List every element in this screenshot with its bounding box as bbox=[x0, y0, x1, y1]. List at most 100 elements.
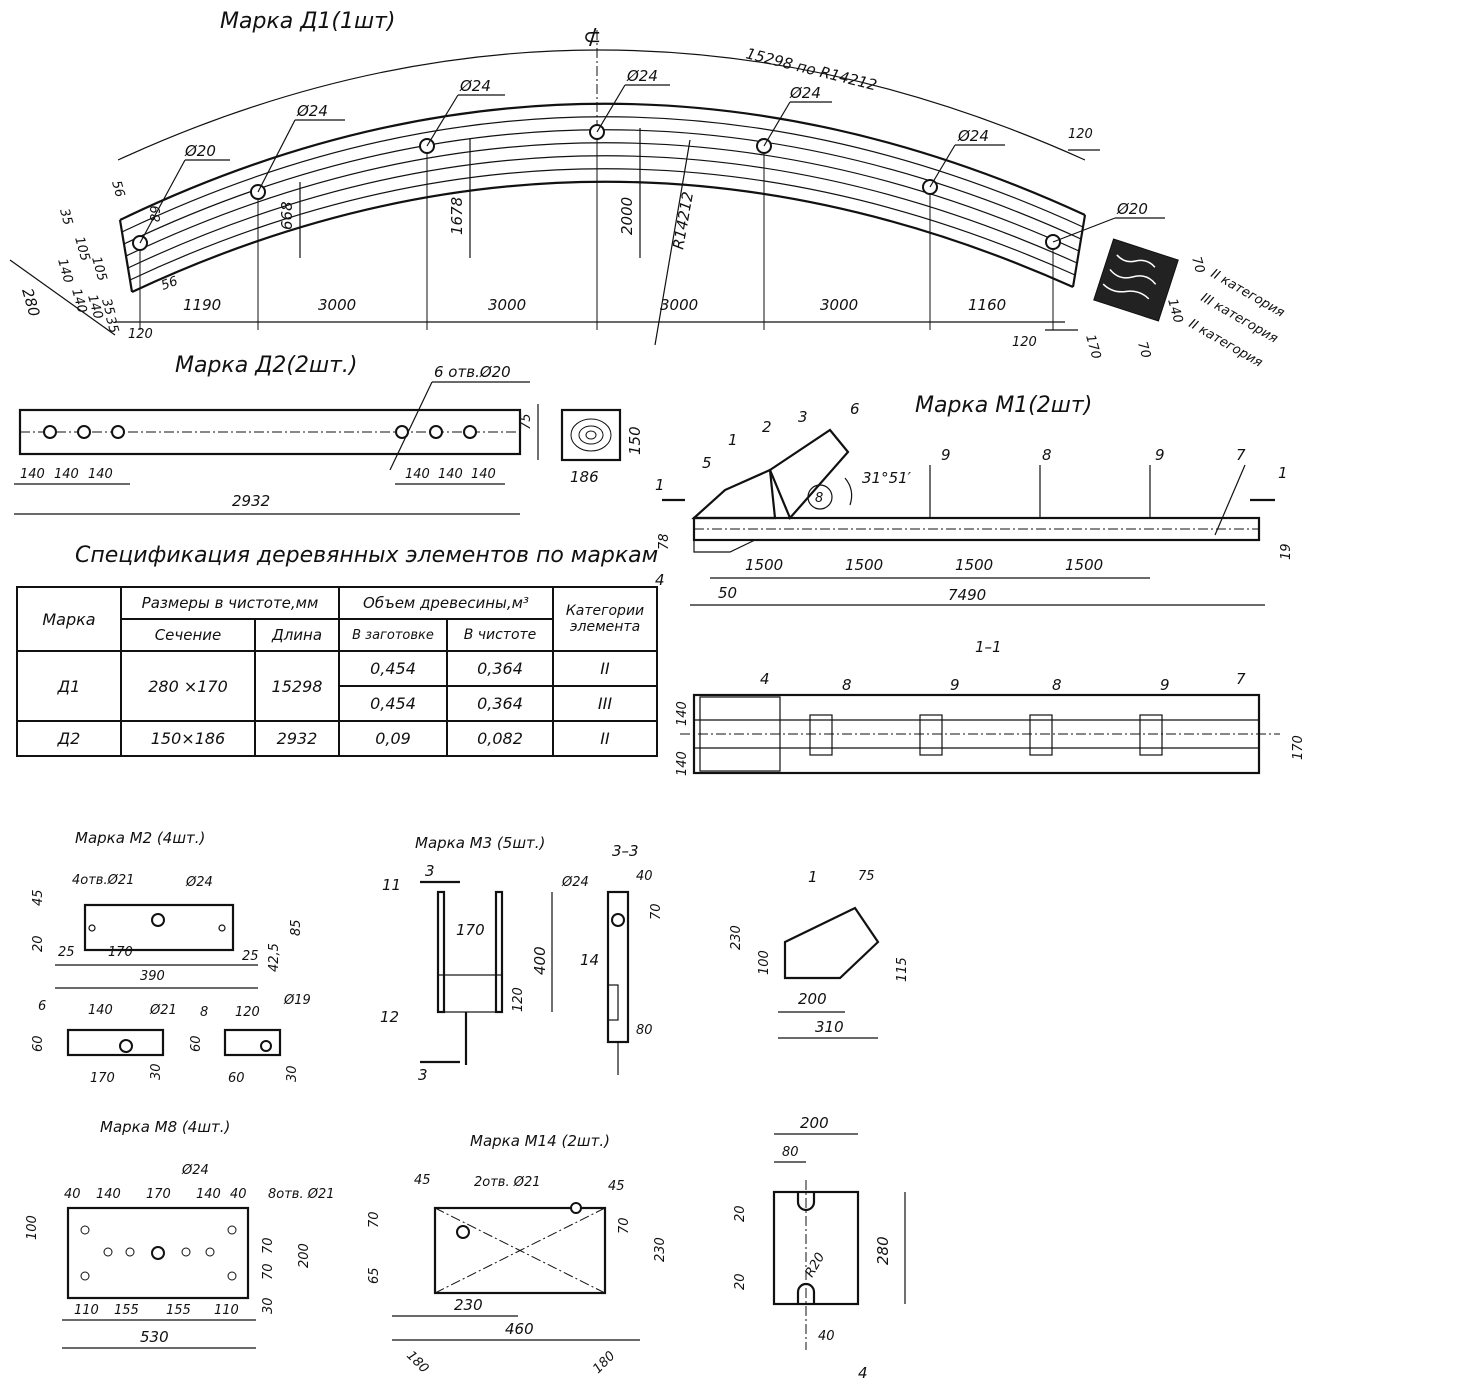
height-dim: 668 bbox=[278, 201, 296, 230]
gusset-element: 1 75 230 100 115 200 310 bbox=[729, 868, 910, 1039]
callout-number: 14 bbox=[580, 951, 599, 969]
hole-label: Ø24 bbox=[561, 875, 589, 890]
callout-number: 7 bbox=[1236, 446, 1246, 464]
pitch-dim: 140 bbox=[438, 467, 463, 482]
dim: 80 bbox=[636, 1023, 653, 1038]
end-dim: 120 bbox=[1068, 127, 1093, 142]
th-length: Длина bbox=[254, 618, 340, 652]
height-dim: 19 bbox=[1279, 543, 1294, 560]
m1-angle: 31°51′ bbox=[862, 469, 912, 487]
callout-number: 8 bbox=[842, 676, 852, 694]
section-dim: 170 bbox=[1291, 735, 1306, 760]
dim: 230 bbox=[729, 925, 744, 950]
hole-label: Ø20 bbox=[1116, 200, 1148, 218]
holes-note: 4отв.Ø21 bbox=[72, 873, 134, 888]
cell-clean: 0,364 bbox=[446, 650, 554, 687]
pitch-dim: 140 bbox=[471, 467, 496, 482]
d2-holes-note: 6 отв.Ø20 bbox=[434, 363, 511, 381]
hole-label: Ø24 bbox=[296, 102, 328, 120]
end-dim: 105 bbox=[71, 235, 92, 263]
m1-channel bbox=[692, 516, 1261, 542]
table-row: Д1 280 ×170 15298 0,454 0,364 II bbox=[16, 650, 658, 722]
hole-label: Ø21 bbox=[149, 1003, 177, 1018]
dim: 80 bbox=[782, 1145, 799, 1160]
callout-number: 4 bbox=[760, 670, 770, 688]
section-title: 3–3 bbox=[612, 842, 639, 860]
dim: 100 bbox=[757, 950, 772, 975]
dim: 280 bbox=[874, 1236, 892, 1265]
span-dim: 3000 bbox=[820, 296, 858, 314]
m1-title: Марка М1(2шт) bbox=[915, 393, 1092, 418]
hole-label: Ø19 bbox=[283, 993, 311, 1008]
offset-dim: 50 bbox=[718, 584, 737, 602]
callout-number: 2 bbox=[762, 418, 772, 436]
dim: 20 bbox=[31, 935, 46, 952]
hole-label: Ø20 bbox=[184, 142, 216, 160]
section-dim: 70 bbox=[1188, 255, 1207, 275]
section-dim: 140 bbox=[1164, 297, 1185, 325]
pitch-dim: 140 bbox=[54, 467, 79, 482]
cell-raw: 0,454 bbox=[338, 685, 448, 722]
section-dim: 140 bbox=[675, 751, 690, 776]
end-dim: 35 bbox=[56, 207, 75, 227]
dim: 170 bbox=[146, 1187, 171, 1202]
th-clean: В чистоте bbox=[446, 618, 554, 652]
cell-clean: 0,364 bbox=[446, 685, 554, 722]
table-row: Д2 150×186 2932 0,09 0,082 II bbox=[16, 720, 658, 757]
hole-label: Ø24 bbox=[626, 67, 658, 85]
dim: 60 bbox=[189, 1035, 204, 1052]
holes-note: 2отв. Ø21 bbox=[474, 1175, 541, 1190]
dim: 230 bbox=[653, 1237, 668, 1262]
dim: 140 bbox=[88, 1003, 113, 1018]
dim: 70 bbox=[649, 903, 664, 920]
pitch-dim: 140 bbox=[20, 467, 45, 482]
callout-number: 6 bbox=[38, 999, 46, 1014]
th-volume: Объем древесины,м³ bbox=[338, 586, 554, 620]
callout-number: 11 bbox=[382, 876, 401, 894]
d2-height: 75 bbox=[519, 413, 534, 430]
cell-mark: Д1 bbox=[16, 650, 122, 722]
beam-top-edge bbox=[119, 102, 1086, 221]
callout-number: 3 bbox=[798, 408, 808, 426]
dim: 170 bbox=[456, 921, 485, 939]
cell-category: III bbox=[552, 685, 658, 722]
section-cut-label: 3 bbox=[425, 862, 435, 880]
spec-title: Спецификация деревянных элементов по мар… bbox=[75, 543, 658, 568]
dim: 155 bbox=[166, 1303, 191, 1318]
callout-number: 1 bbox=[728, 431, 738, 449]
height-dim: 1678 bbox=[448, 197, 466, 235]
dim: 120 bbox=[511, 987, 526, 1012]
dim: 40 bbox=[818, 1329, 835, 1344]
end-dim: 120 bbox=[128, 327, 153, 342]
dim: 155 bbox=[114, 1303, 139, 1318]
m2-element: Марка М2 (4шт.) 4отв.Ø21 Ø24 45 20 25 17… bbox=[31, 829, 311, 1086]
dim: 70 bbox=[261, 1237, 276, 1254]
cell-length: 2932 bbox=[254, 720, 340, 757]
section-dim: 140 bbox=[675, 701, 690, 726]
m3-title: Марка М3 (5шт.) bbox=[415, 834, 545, 852]
end-dim: 56 bbox=[159, 274, 180, 294]
span-dim: 1500 bbox=[1065, 556, 1103, 574]
span-dim: 1500 bbox=[745, 556, 783, 574]
holes-note: 8отв. Ø21 bbox=[268, 1187, 335, 1202]
m1-element: Марка М1(2шт) 8 31°51′ 5 1 2 3 6 9 8 9 7… bbox=[655, 393, 1306, 776]
dim: 45 bbox=[414, 1173, 431, 1188]
cell-length: 15298 bbox=[254, 650, 340, 722]
spec-table: Марка Размеры в чистоте,мм Объем древеси… bbox=[16, 586, 658, 757]
dim: 170 bbox=[90, 1071, 115, 1086]
pitch-dim: 140 bbox=[88, 467, 113, 482]
cell-raw: 0,09 bbox=[338, 720, 448, 757]
callout-number: 9 bbox=[1155, 446, 1165, 464]
dim: 20 bbox=[733, 1205, 748, 1222]
d1-cross-section: 70 140 70 170 II категория III категория… bbox=[1082, 238, 1287, 371]
pitch-dim: 140 bbox=[405, 467, 430, 482]
section-cut-label: 3 bbox=[418, 1066, 428, 1084]
dim: 30 bbox=[261, 1297, 276, 1314]
dim: 45 bbox=[608, 1179, 625, 1194]
gusset-plate bbox=[783, 906, 880, 980]
m8-element: Марка М8 (4шт.) Ø24 8отв. Ø21 40 140 170… bbox=[25, 1118, 335, 1349]
dim: 110 bbox=[74, 1303, 99, 1318]
dim: 60 bbox=[31, 1035, 46, 1052]
th-category: Категории элемента bbox=[552, 586, 658, 652]
